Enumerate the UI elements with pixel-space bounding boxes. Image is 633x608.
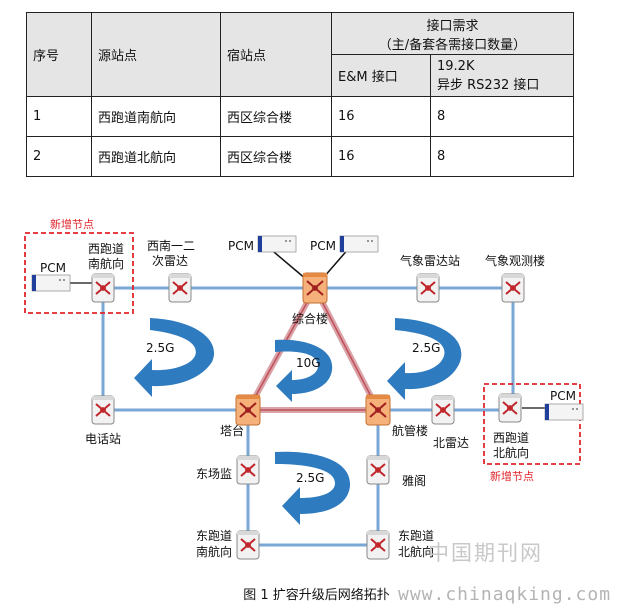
rate-label-bottom: 2.5G xyxy=(296,471,324,485)
new-node-label-left: 新增节点 xyxy=(50,217,94,231)
table-row: 1 西跑道南航向 西区综合楼 16 8 xyxy=(26,96,574,137)
node-label-dpd-south-2: 南航向 xyxy=(196,544,232,559)
node-label-dpd-north-1: 东跑道 xyxy=(398,529,434,543)
header-seq: 序号 xyxy=(26,12,92,97)
arrow-center-icon xyxy=(275,339,333,402)
cell-em: 16 xyxy=(331,136,431,177)
node-label-zonghe: 综合楼 xyxy=(292,311,328,326)
cell-seq: 1 xyxy=(26,96,92,137)
pcm-device-right xyxy=(544,403,584,421)
header-interface-title: 接口需求 xyxy=(426,18,479,34)
node-xpd-north-icon xyxy=(498,393,522,423)
node-xpd-south-icon xyxy=(91,273,115,303)
node-dcj-icon xyxy=(236,455,260,485)
node-label-bld: 北雷达 xyxy=(433,436,469,450)
node-label-hgl: 航管楼 xyxy=(392,423,428,438)
header-em: E&M 接口 xyxy=(331,54,431,97)
pcm-label-left: PCM xyxy=(40,261,66,275)
core-zonghe-icon xyxy=(302,272,328,304)
watermark-cn: 中国期刊网 xyxy=(428,541,543,565)
watermark-url: www.chinaqking.com xyxy=(398,584,612,605)
new-node-box-right xyxy=(483,383,581,465)
node-qxld-icon xyxy=(416,273,440,303)
cell-destination: 西区综合楼 xyxy=(220,96,332,137)
rate-label-left: 2.5G xyxy=(146,341,174,355)
node-dhz-icon xyxy=(91,395,115,425)
cell-async: 8 xyxy=(430,96,574,137)
cell-source: 西跑道北航向 xyxy=(91,136,221,177)
new-node-label-right: 新增节点 xyxy=(490,469,534,483)
cell-em: 16 xyxy=(331,96,431,137)
header-async-line2: 异步 RS232 接口 xyxy=(437,77,540,93)
node-label-xn-2: 次雷达 xyxy=(152,254,188,268)
node-label-yage: 雅阁 xyxy=(402,473,426,488)
node-label-xn-1: 西南一二 xyxy=(147,238,195,253)
core-tatai-icon xyxy=(235,394,261,426)
node-label-qxgc: 气象观测楼 xyxy=(485,253,545,268)
pcm-label-2: PCM xyxy=(310,239,336,253)
core-hgl-icon xyxy=(365,394,391,426)
header-destination: 宿站点 xyxy=(220,12,332,97)
arrow-left-icon xyxy=(134,318,215,397)
network-topology-diagram: 新增节点 新增节点 PCM PCM PCM PCM 西跑道 南航向 西南一二 次… xyxy=(24,217,584,560)
rate-label-right: 2.5G xyxy=(412,341,440,355)
node-label-dhz: 电话站 xyxy=(85,432,121,446)
rotation-arrows xyxy=(134,318,462,525)
arrow-right-icon xyxy=(387,318,462,400)
node-label-qxld: 气象雷达站 xyxy=(400,253,460,268)
node-label-xpd-south-1: 西跑道 xyxy=(88,242,124,256)
node-label-dcj: 东场监 xyxy=(196,467,232,481)
header-interface: 接口需求 （主/备套各需接口数量） xyxy=(331,12,574,55)
header-async-line1: 19.2K xyxy=(437,58,475,74)
pcm-label-1: PCM xyxy=(228,239,254,253)
pcm-device-left xyxy=(31,274,71,292)
pcm-device-1 xyxy=(257,235,297,253)
cell-source: 西跑道南航向 xyxy=(91,96,221,137)
cell-seq: 2 xyxy=(26,136,92,177)
node-qxgc-icon xyxy=(501,273,525,303)
figure-caption: 图 1 扩容升级后网络拓扑 xyxy=(243,588,390,603)
arrow-bottom-icon xyxy=(275,451,351,525)
node-yage-icon xyxy=(366,455,390,485)
node-label-xpd-south-2: 南航向 xyxy=(88,256,124,271)
node-label-xpd-north-1: 西跑道 xyxy=(493,431,529,445)
node-xn-radar-icon xyxy=(168,273,192,303)
header-source: 源站点 xyxy=(91,12,221,97)
table-row: 2 西跑道北航向 西区综合楼 16 8 xyxy=(26,136,574,177)
interface-requirement-table: 序号 源站点 宿站点 接口需求 （主/备套各需接口数量） E&M 接口 19.2… xyxy=(26,12,574,177)
node-label-dpd-south-1: 东跑道 xyxy=(196,529,232,543)
node-bld-icon xyxy=(431,395,455,425)
pcm-device-2 xyxy=(339,235,379,253)
cell-async: 8 xyxy=(430,136,574,177)
node-dpd-north-icon xyxy=(366,530,390,560)
rate-label-center: 10G xyxy=(296,356,321,370)
node-label-tatai: 塔台 xyxy=(220,423,244,438)
node-label-dpd-north-2: 北航向 xyxy=(398,544,434,559)
pcm-label-right: PCM xyxy=(550,389,576,403)
node-label-xpd-north-2: 北航向 xyxy=(493,445,529,460)
node-dpd-south-icon xyxy=(236,530,260,560)
new-node-box-left xyxy=(24,232,134,314)
header-async: 19.2K 异步 RS232 接口 xyxy=(430,54,574,97)
cell-destination: 西区综合楼 xyxy=(220,136,332,177)
header-interface-sub: （主/备套各需接口数量） xyxy=(378,37,527,53)
